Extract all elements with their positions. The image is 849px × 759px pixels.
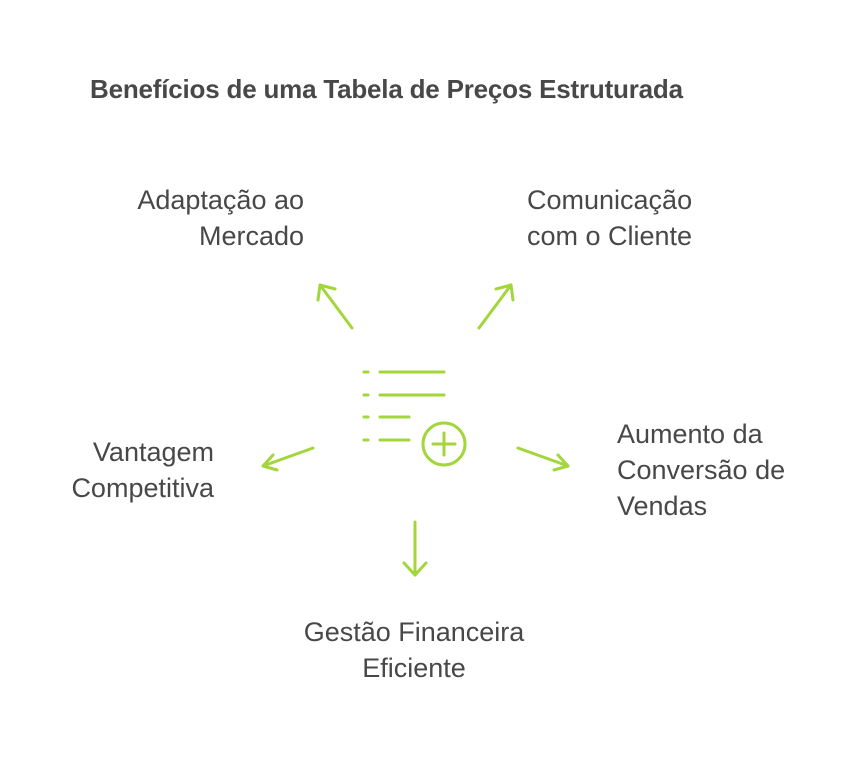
benefit-label-comunicacao-cliente: Comunicação com o Cliente — [527, 182, 692, 254]
benefit-label-line: Competitiva — [71, 473, 214, 503]
benefit-label-line: Conversão de — [617, 455, 786, 485]
arrow-upper-left-icon — [316, 283, 354, 330]
benefit-label-line: Comunicação — [527, 185, 693, 215]
benefit-label-line: Vendas — [617, 491, 708, 521]
list-add-icon — [362, 370, 467, 467]
benefit-label-line: Gestão Financeira — [303, 617, 525, 647]
benefit-label-line: Eficiente — [362, 653, 466, 683]
arrow-upper-right-icon — [477, 283, 515, 330]
benefit-label-gestao-financeira: Gestão Financeira Eficiente — [254, 614, 574, 686]
arrow-down-icon — [402, 520, 428, 577]
benefit-label-vantagem-competitiva: Vantagem Competitiva — [71, 434, 214, 506]
benefit-label-line: Vantagem — [92, 437, 214, 467]
benefit-label-line: Adaptação ao — [137, 185, 304, 215]
arrow-left-icon — [261, 446, 315, 472]
benefit-label-line: Mercado — [198, 221, 304, 251]
benefit-label-aumento-conversao: Aumento da Conversão de Vendas — [617, 416, 785, 524]
diagram-title: Benefícios de uma Tabela de Preços Estru… — [90, 74, 683, 104]
benefit-label-line: Aumento da — [617, 419, 763, 449]
benefit-label-adaptacao-mercado: Adaptação ao Mercado — [137, 182, 304, 254]
arrow-right-icon — [516, 446, 570, 472]
benefit-label-line: com o Cliente — [527, 221, 693, 251]
